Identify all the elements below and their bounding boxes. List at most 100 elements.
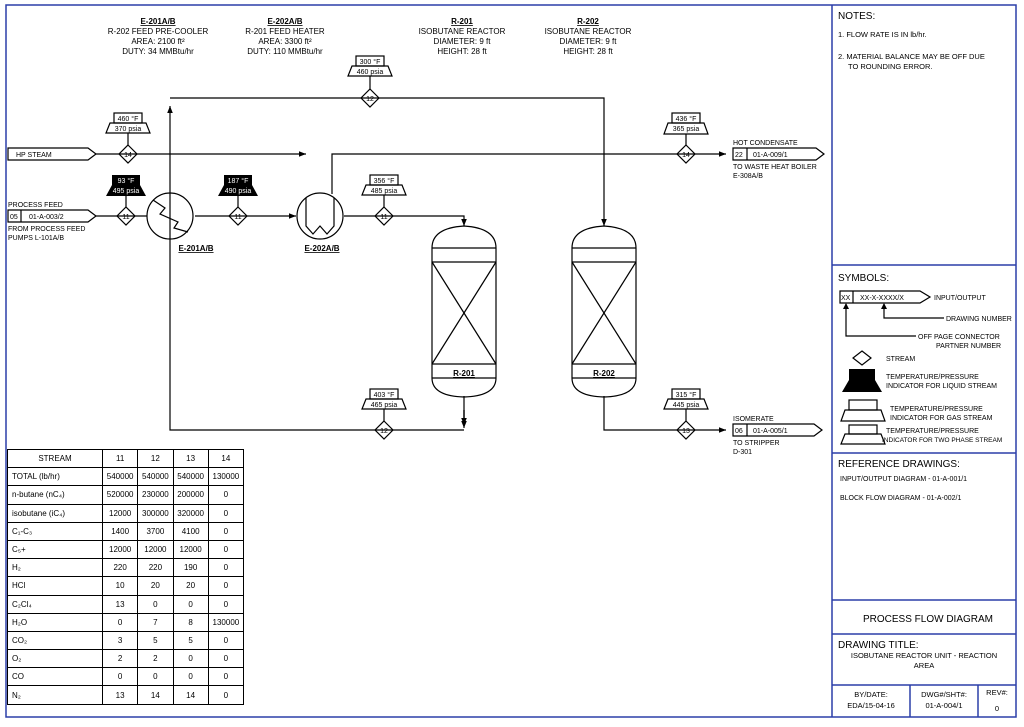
tp-indicator-gas-1[interactable]: 460 °F 370 psia <box>105 112 151 145</box>
svg-text:PROCESS FEED: PROCESS FEED <box>8 202 63 209</box>
tp-indicator-liquid-2[interactable]: 187 °F 490 psia <box>218 175 258 207</box>
table-cell: 130000 <box>207 467 245 487</box>
table-cell: 14 <box>207 448 245 469</box>
equipment-header-r201: R-201 ISOBUTANE REACTOR DIAMETER: 9 ft H… <box>419 17 506 56</box>
svg-text:11: 11 <box>380 214 387 221</box>
table-cell: 1400 <box>101 521 139 541</box>
stream-diamond-12b[interactable]: 12 <box>374 420 394 440</box>
svg-text:01-A-004/1: 01-A-004/1 <box>925 701 962 710</box>
svg-text:05: 05 <box>10 214 18 221</box>
table-cell: 14 <box>172 685 209 705</box>
stream-diamond-11a[interactable]: 11 <box>116 206 136 226</box>
table-cell: 230000 <box>137 485 174 505</box>
table-row-label: STREAM <box>7 448 103 469</box>
svg-text:06: 06 <box>735 428 743 435</box>
svg-text:445 psia: 445 psia <box>673 402 700 409</box>
svg-text:187 °F: 187 °F <box>228 177 249 185</box>
svg-text:22: 22 <box>735 152 743 159</box>
table-cell: 320000 <box>172 503 209 523</box>
references-section: REFERENCE DRAWINGS: INPUT/OUTPUT DIAGRAM… <box>838 459 967 502</box>
table-cell: 190 <box>172 558 209 578</box>
svg-text:R-202: R-202 <box>577 17 599 26</box>
tp-indicator-gas-3[interactable]: 356 °F 485 psia <box>361 174 407 207</box>
svg-text:OFF PAGE CONNECTOR: OFF PAGE CONNECTOR <box>918 334 1000 341</box>
svg-text:460 °F: 460 °F <box>118 115 139 123</box>
table-cell: 20 <box>172 576 209 596</box>
table-cell: 13 <box>101 685 139 705</box>
table-row-label: O₂ <box>7 649 103 669</box>
svg-text:INPUT/OUTPUT DIAGRAM - 01-A-00: INPUT/OUTPUT DIAGRAM - 01-A-001/1 <box>840 476 967 483</box>
svg-text:XX-X-XXXX/X: XX-X-XXXX/X <box>860 295 904 302</box>
e202-label: E-202A/B <box>304 244 339 253</box>
table-cell: 0 <box>207 503 245 523</box>
table-cell: 220 <box>101 558 139 578</box>
svg-text:HEIGHT: 28 ft: HEIGHT: 28 ft <box>437 47 487 56</box>
svg-text:TO STRIPPER: TO STRIPPER <box>733 440 780 447</box>
table-row-label: TOTAL (lb/hr) <box>7 467 103 487</box>
stream-diamond-14a[interactable]: 14 <box>118 144 138 164</box>
stream-diamond-12a[interactable]: 12 <box>360 88 380 108</box>
notes-section: NOTES: 1. FLOW RATE IS IN lb/hr. 2. MATE… <box>838 11 985 71</box>
reactor-r202[interactable]: R-202 <box>571 225 637 398</box>
svg-text:SYMBOLS:: SYMBOLS: <box>838 273 889 284</box>
table-cell: 20 <box>137 576 174 596</box>
connector-hp-steam[interactable]: HP STEAM <box>7 147 97 161</box>
equipment-header-e202: E-202A/B R-201 FEED HEATER AREA: 3300 ft… <box>245 17 325 56</box>
table-cell: 0 <box>172 667 209 687</box>
tp-indicator-liquid-1[interactable]: 93 °F 495 psia <box>106 175 146 207</box>
connector-hot-condensate[interactable]: HOT CONDENSATE 22 01-A-009/1 TO WASTE HE… <box>732 140 825 180</box>
table-cell: 0 <box>207 558 245 578</box>
svg-text:E-202A/B: E-202A/B <box>267 17 302 26</box>
connector-process-feed[interactable]: PROCESS FEED 05 01-A-003/2 FROM PROCESS … <box>7 202 97 242</box>
table-cell: 0 <box>207 630 245 651</box>
table-cell: 13 <box>172 448 209 469</box>
svg-text:R-202 FEED PRE-COOLER: R-202 FEED PRE-COOLER <box>108 27 209 36</box>
svg-text:ISOMERATE: ISOMERATE <box>733 416 774 423</box>
exchanger-e201[interactable] <box>146 192 194 240</box>
table-cell: 3 <box>101 630 139 651</box>
exchanger-e202[interactable] <box>296 192 344 240</box>
table-row-label: H₂ <box>7 558 103 578</box>
connector-isomerate[interactable]: ISOMERATE 06 01-A-005/1 TO STRIPPER D-30… <box>732 416 823 456</box>
svg-text:403 °F: 403 °F <box>374 391 395 399</box>
svg-text:R-201 FEED HEATER: R-201 FEED HEATER <box>245 27 325 36</box>
stream-diamond-14b[interactable]: 14 <box>676 144 696 164</box>
tp-indicator-gas-2[interactable]: 300 °F 460 psia <box>347 55 393 89</box>
svg-text:465 psia: 465 psia <box>371 402 398 409</box>
table-cell: 4100 <box>172 521 209 541</box>
tp-indicator-two-phase[interactable]: 436 °F 365 psia <box>663 112 709 145</box>
drawing-type-title: PROCESS FLOW DIAGRAM <box>863 614 993 625</box>
table-row-label: C₁-C₃ <box>7 521 103 541</box>
tp-indicator-gas-5[interactable]: 315 °F 445 psia <box>663 388 709 421</box>
table-row-label: CO <box>7 667 103 687</box>
svg-text:0: 0 <box>995 704 999 713</box>
table-row-label: n-butane (nC₄) <box>7 485 103 505</box>
table-cell: 10 <box>101 576 139 596</box>
svg-text:HEIGHT: 28 ft: HEIGHT: 28 ft <box>563 47 613 56</box>
svg-text:12: 12 <box>380 428 388 435</box>
table-cell: 0 <box>172 594 209 614</box>
svg-text:485 psia: 485 psia <box>371 188 398 195</box>
table-cell: 0 <box>207 649 245 669</box>
stream-diamond-13[interactable]: 13 <box>676 420 696 440</box>
reactor-r201[interactable]: R-201 <box>431 225 497 398</box>
svg-text:11: 11 <box>234 214 241 221</box>
svg-text:365 psia: 365 psia <box>673 126 700 133</box>
table-cell: 0 <box>137 667 174 687</box>
table-cell: 3700 <box>137 521 174 541</box>
svg-text:01-A-009/1: 01-A-009/1 <box>753 152 788 159</box>
stream-diamond-11b[interactable]: 11 <box>228 206 248 226</box>
table-cell: 200000 <box>172 485 209 505</box>
svg-text:TEMPERATURE/PRESSURE: TEMPERATURE/PRESSURE <box>890 406 983 413</box>
stream-diamond-11c[interactable]: 11 <box>374 206 394 226</box>
table-row-label: C₂Cl₄ <box>7 594 103 614</box>
tp-indicator-gas-4[interactable]: 403 °F 465 psia <box>361 388 407 421</box>
svg-text:EDA/15-04-16: EDA/15-04-16 <box>847 701 895 710</box>
